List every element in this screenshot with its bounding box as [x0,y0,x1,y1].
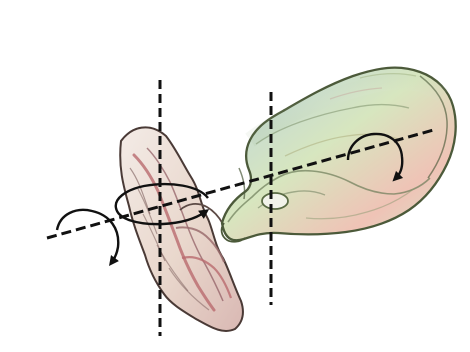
left-rotation-arrow [57,210,118,262]
right-bone-structure [222,68,456,242]
